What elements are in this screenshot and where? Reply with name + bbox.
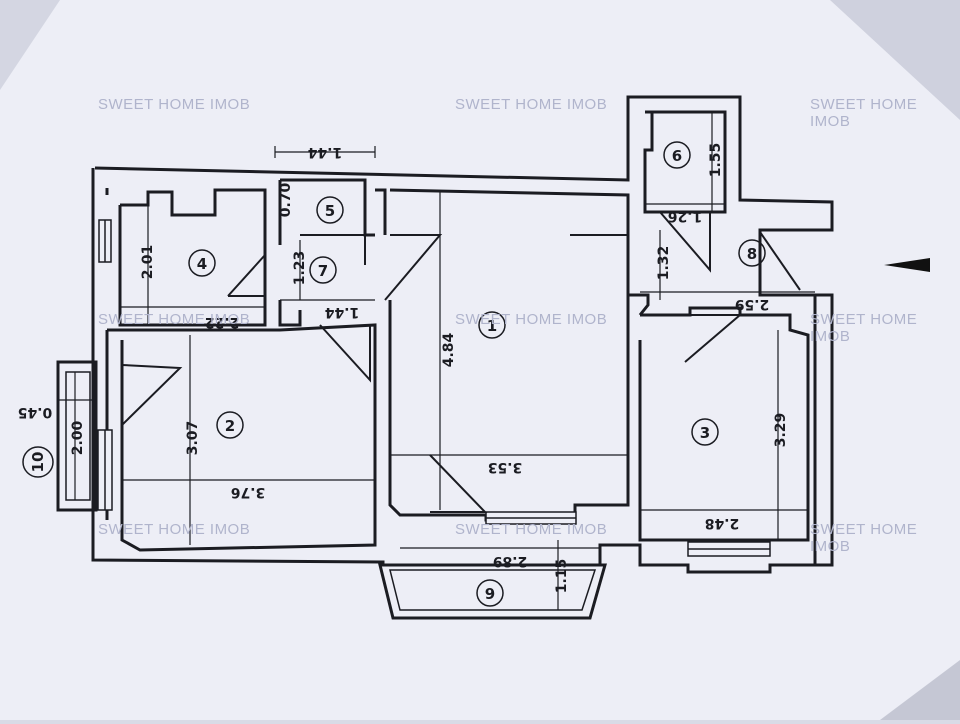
watermark: SWEET HOME IMOB: [810, 521, 918, 555]
dim-room2-width: 3.76: [231, 484, 266, 500]
balcony-9-inner: [389, 569, 597, 611]
room-5-circle: [316, 196, 344, 224]
room-4-label: 4: [197, 255, 207, 273]
watermark: SWEET HOME IMOB: [810, 96, 918, 130]
dim-room3-width: 2.48: [705, 515, 740, 531]
door-room2: [121, 364, 183, 426]
room-6-circle: [663, 141, 691, 169]
door-room8-b: [759, 231, 801, 291]
room-labels: 1 2 3 4 5 6 7 8 9 10: [29, 147, 757, 603]
dimension-labels: 1.44 0.70 2.01 2.22 1.23 1.44 4.84 3.53 …: [18, 143, 789, 594]
dim-room1-height: 4.84: [441, 332, 457, 367]
dim-room3-height: 3.29: [773, 413, 789, 448]
door-room1-b: [429, 454, 488, 513]
room-markers: [22, 141, 766, 607]
door-swings: [121, 211, 801, 513]
dimension-lines: [58, 112, 815, 610]
direction-arrow-icon: [884, 258, 930, 272]
watermark: SWEET HOME IMOB: [810, 311, 918, 345]
watermark: SWEET HOME IMOB: [455, 96, 608, 113]
door-room7: [300, 234, 366, 265]
dim-room10-width: 0.45: [18, 404, 53, 420]
watermark: SWEET HOME IMOB: [455, 311, 608, 328]
balcony-10-inner: [65, 371, 91, 501]
dim-room6-width: 1.26: [668, 208, 703, 224]
door-room6: [659, 211, 711, 273]
room-7-circle: [309, 256, 337, 284]
dim-room2-height: 3.07: [185, 421, 201, 456]
dim-room8-width: 2.59: [735, 296, 770, 312]
room2-wall: [107, 323, 377, 552]
room-8-circle: [738, 239, 766, 267]
dim-room4-width: 2.22: [205, 314, 240, 330]
room-3-circle: [691, 418, 719, 446]
room4-wall: [118, 188, 267, 327]
room-1-label: 1: [487, 317, 497, 335]
dim-room9-height: 1.15: [554, 559, 570, 594]
door-room7-b: [319, 324, 371, 383]
paper-shadow-left: [0, 0, 60, 90]
balcony-10-outline: [56, 360, 98, 512]
room-2-circle: [216, 411, 244, 439]
door-room3: [684, 314, 743, 363]
room-9-label: 9: [485, 585, 495, 603]
corridor-wall: [375, 188, 387, 235]
dim-room5-width-top: 1.44: [307, 144, 342, 160]
door-room8: [570, 234, 629, 295]
room-7-label: 7: [318, 262, 328, 280]
room-10-circle: [22, 446, 54, 478]
room5-wall: [280, 178, 375, 237]
room-5-label: 5: [325, 202, 335, 220]
room-2-label: 2: [225, 417, 235, 435]
dim-room6-height: 1.55: [708, 143, 724, 178]
watermark: SWEET HOME IMOB: [455, 521, 608, 538]
room7-wall: [278, 300, 302, 327]
dim-room7-height: 1.23: [292, 251, 308, 286]
room3-wall: [638, 306, 810, 542]
dim-room8-height: 1.32: [656, 246, 672, 281]
room-6-label: 6: [672, 147, 682, 165]
room6-wall: [643, 110, 727, 214]
dim-room5-height: 0.70: [278, 182, 294, 217]
watermark: SWEET HOME IMOB: [98, 521, 251, 538]
dim-room1-width: 3.53: [488, 459, 523, 475]
room-10-label: 10: [29, 452, 47, 473]
dim-room10-height: 2.00: [70, 420, 86, 455]
room-8-label: 8: [747, 245, 757, 263]
windows: [97, 219, 771, 557]
paper-shadow-top-right: [830, 0, 960, 120]
room-9-circle: [476, 579, 504, 607]
dim-room7-width: 1.44: [324, 304, 359, 320]
balcony-9-outline: [378, 563, 607, 620]
watermark: SWEET HOME IMOB: [98, 96, 251, 113]
room-3-label: 3: [700, 424, 710, 442]
paper-shadow-bottom-right: [880, 660, 960, 720]
watermark: SWEET HOME IMOB: [98, 311, 251, 328]
dim-room9-width: 2.89: [493, 553, 528, 569]
dim-room4-height: 2.01: [140, 245, 156, 280]
room-4-circle: [188, 249, 216, 277]
room8-wall: [628, 293, 650, 316]
door-room4: [227, 252, 266, 297]
room-1-circle: [478, 311, 506, 339]
